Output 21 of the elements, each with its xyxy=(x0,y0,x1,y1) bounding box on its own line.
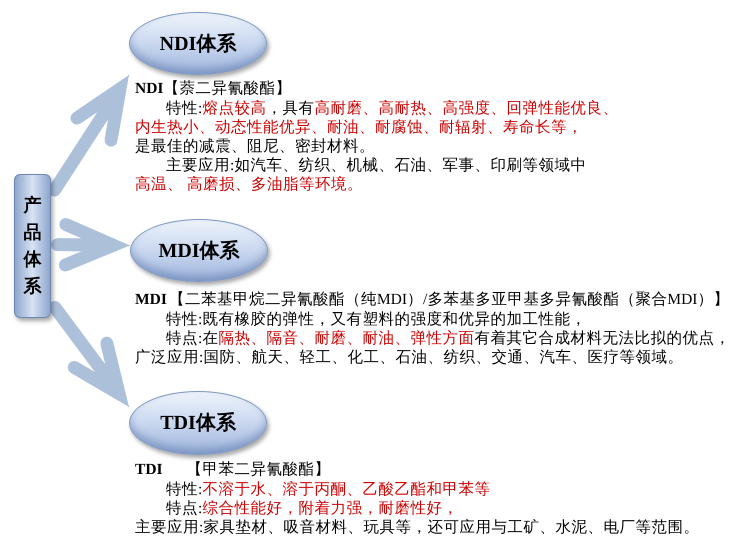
description-text: 特性:不溶于水、溶于丙酮、乙酸乙酯和甲苯等 xyxy=(165,480,492,499)
description-text: 特点:综合性能好，附着力强，耐磨性好， xyxy=(165,499,460,518)
description-text: 是最佳的减震、阻尼、密封材料。 xyxy=(135,137,376,156)
ellipse-node xyxy=(129,391,267,455)
abbreviation-label: TDI xyxy=(135,460,163,480)
abbreviation-label: MDI xyxy=(135,290,167,310)
description-text: 广泛应用:国防、航天、轻工、化工、石油、纺织、交通、汽车、医疗等领域。 xyxy=(135,348,684,367)
description-text: 特性:既有橡胶的弹性，又有塑料的强度和优异的加工性能， xyxy=(165,310,588,329)
node-label: MDI体系 xyxy=(158,238,240,264)
node-label: TDI体系 xyxy=(160,411,236,436)
category-bar xyxy=(14,174,51,318)
description-text: 主要应用:如汽车、纺织、机械、石油、军事、印刷等领域中高温、 高磨损、多油脂等环境。 xyxy=(135,156,588,194)
description-text: 特性:熔点较高，具有高耐磨、高耐热、高强度、回弹性能优良、内生热小、动态性能优异、耐油、耐腐蚀、耐辐射、寿命长等， xyxy=(135,99,620,137)
chemical-name-label: 【甲苯二异氰酸酯】 xyxy=(186,460,331,480)
chemical-name-label: 【萘二异氰酸酯】 xyxy=(163,79,292,99)
node-label: NDI体系 xyxy=(160,32,236,56)
description-text: 特点:在隔热、隔音、耐磨、耐油、弹性方面有着其它合成材料无法比拟的优点， xyxy=(165,329,730,348)
abbreviation-label: NDI xyxy=(135,79,164,99)
vertical-label: 产品体系 xyxy=(24,194,42,298)
description-text: 主要应用:家具垫材、吸音材料、玩具等，还可应用与工矿、水泥、电厂等范围。 xyxy=(135,518,700,537)
chemical-name-label: 【二苯基甲烷二异氰酸酯（纯MDI）/多苯基多亚甲基多异氰酸酯（聚合MDI）】 xyxy=(168,290,730,310)
